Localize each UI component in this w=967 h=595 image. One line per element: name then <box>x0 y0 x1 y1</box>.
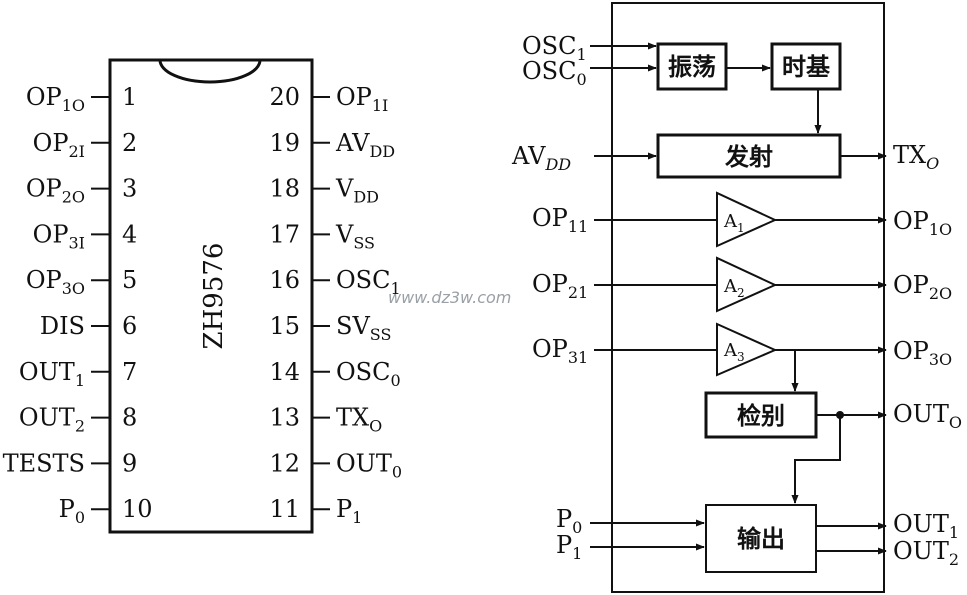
right-pin-label: OUT0 <box>336 449 402 481</box>
output-op2o: OP2O <box>893 271 952 303</box>
right-pin-number: 19 <box>269 129 300 157</box>
chip-body <box>108 58 314 534</box>
left-pin-label: OP3I <box>33 220 85 252</box>
left-pin-label: OUT1 <box>19 358 85 390</box>
input-osc0: OSC0 <box>522 57 587 89</box>
input-op21: OP21 <box>532 270 588 302</box>
input-p1: P1 <box>556 531 582 563</box>
timebase-label: 时基 <box>782 53 831 81</box>
left-pin-number: 1 <box>122 83 137 111</box>
output-block <box>705 504 817 573</box>
svg-text:A3: A3 <box>723 340 745 364</box>
left-pin-label: OP2I <box>33 129 85 161</box>
amplifier-a1: A1 <box>716 191 778 248</box>
watermark: www.dz3w.com <box>388 288 511 307</box>
left-pin-number: 9 <box>122 449 137 477</box>
left-pin-number: 7 <box>122 358 137 386</box>
left-pin-number: 5 <box>122 266 137 294</box>
svg-text:A1: A1 <box>723 211 745 235</box>
right-pin-number: 14 <box>269 358 300 386</box>
amplifier-a3: A3 <box>716 322 778 377</box>
right-pin-label: VDD <box>335 175 379 207</box>
right-pin-label: OSC0 <box>336 358 401 390</box>
signal-wires <box>590 42 887 555</box>
svg-text:A2: A2 <box>723 276 745 300</box>
left-pin-number: 6 <box>122 312 137 340</box>
output-label: 输出 <box>737 525 785 553</box>
right-pin-label: TXO <box>336 404 382 436</box>
output-out1: OUT1 <box>893 510 959 542</box>
left-pin-label: OUT2 <box>19 404 85 436</box>
left-pin-number: 8 <box>122 404 137 432</box>
transmit-label: 发射 <box>724 143 773 171</box>
output-op3o: OP3O <box>893 337 952 369</box>
right-pin-number: 16 <box>269 266 300 294</box>
right-pin-number: 17 <box>269 220 300 248</box>
input-avdd: AVDD <box>511 142 571 174</box>
left-pin-label: TESTS <box>3 449 85 477</box>
right-pin-number: 15 <box>269 312 300 340</box>
oscillator-label: 振荡 <box>668 53 716 81</box>
right-pin-number: 20 <box>269 83 300 111</box>
input-labels: OSC1 OSC0 AVDD OP11 OP21 OP31 P0 P1 <box>511 32 588 563</box>
chip-notch <box>158 59 262 84</box>
left-pins: 1 OP1O 2 OP2I 3 OP2O 4 OP3I 5 OP3O 6 DIS 7 OUT1 8 OUT2 9… <box>3 83 153 527</box>
left-pin-label: P0 <box>59 495 85 527</box>
right-pin-number: 12 <box>269 449 300 477</box>
detect-label: 检别 <box>737 402 785 430</box>
left-pin-number: 3 <box>122 175 137 203</box>
left-pin-number: 10 <box>122 495 153 523</box>
right-pin-label: SVSS <box>336 312 391 344</box>
right-pin-label: OSC1 <box>336 266 401 298</box>
block-frame <box>611 2 885 593</box>
input-osc1: OSC1 <box>522 32 587 64</box>
input-op11: OP11 <box>532 204 588 236</box>
oscillator-block <box>656 42 728 91</box>
input-p0: P0 <box>556 505 582 537</box>
output-out2: OUT2 <box>893 537 959 569</box>
right-pin-number: 11 <box>269 495 300 523</box>
left-pin-label: OP3O <box>26 266 85 298</box>
left-pin-label: OP1O <box>26 83 85 115</box>
output-txo: TXO <box>893 141 939 173</box>
right-pins: 20 OP1I 19 AVDD 18 VDD 17 VSS 16 OSC1 15 SVSS 14 OSC0… <box>269 83 402 527</box>
left-pin-label: OP2O <box>26 175 85 207</box>
right-pin-number: 18 <box>269 175 300 203</box>
left-pin-number: 2 <box>122 129 137 157</box>
right-pin-label: P1 <box>336 495 362 527</box>
left-pin-number: 4 <box>122 220 137 248</box>
dip-package: ZH9576 <box>108 58 314 534</box>
right-pin-label: VSS <box>335 220 375 252</box>
output-labels: TXO OP1O OP2O OP3O OUTO OUT1 OUT2 <box>893 141 962 569</box>
output-outo: OUTO <box>893 400 962 432</box>
right-pin-label: AVDD <box>335 129 395 161</box>
input-op31: OP31 <box>532 335 588 367</box>
right-pin-label: OP1I <box>336 83 388 115</box>
block-diagram: 振荡 时基 发射 检别 输出 A1 A2 A3 <box>511 2 962 593</box>
output-op1o: OP1O <box>893 207 952 239</box>
amplifier-a2: A2 <box>716 256 778 313</box>
right-pin-number: 13 <box>269 404 300 432</box>
timebase-block <box>770 42 842 91</box>
chip-name: ZH9576 <box>199 243 229 350</box>
left-pin-label: DIS <box>40 312 85 340</box>
